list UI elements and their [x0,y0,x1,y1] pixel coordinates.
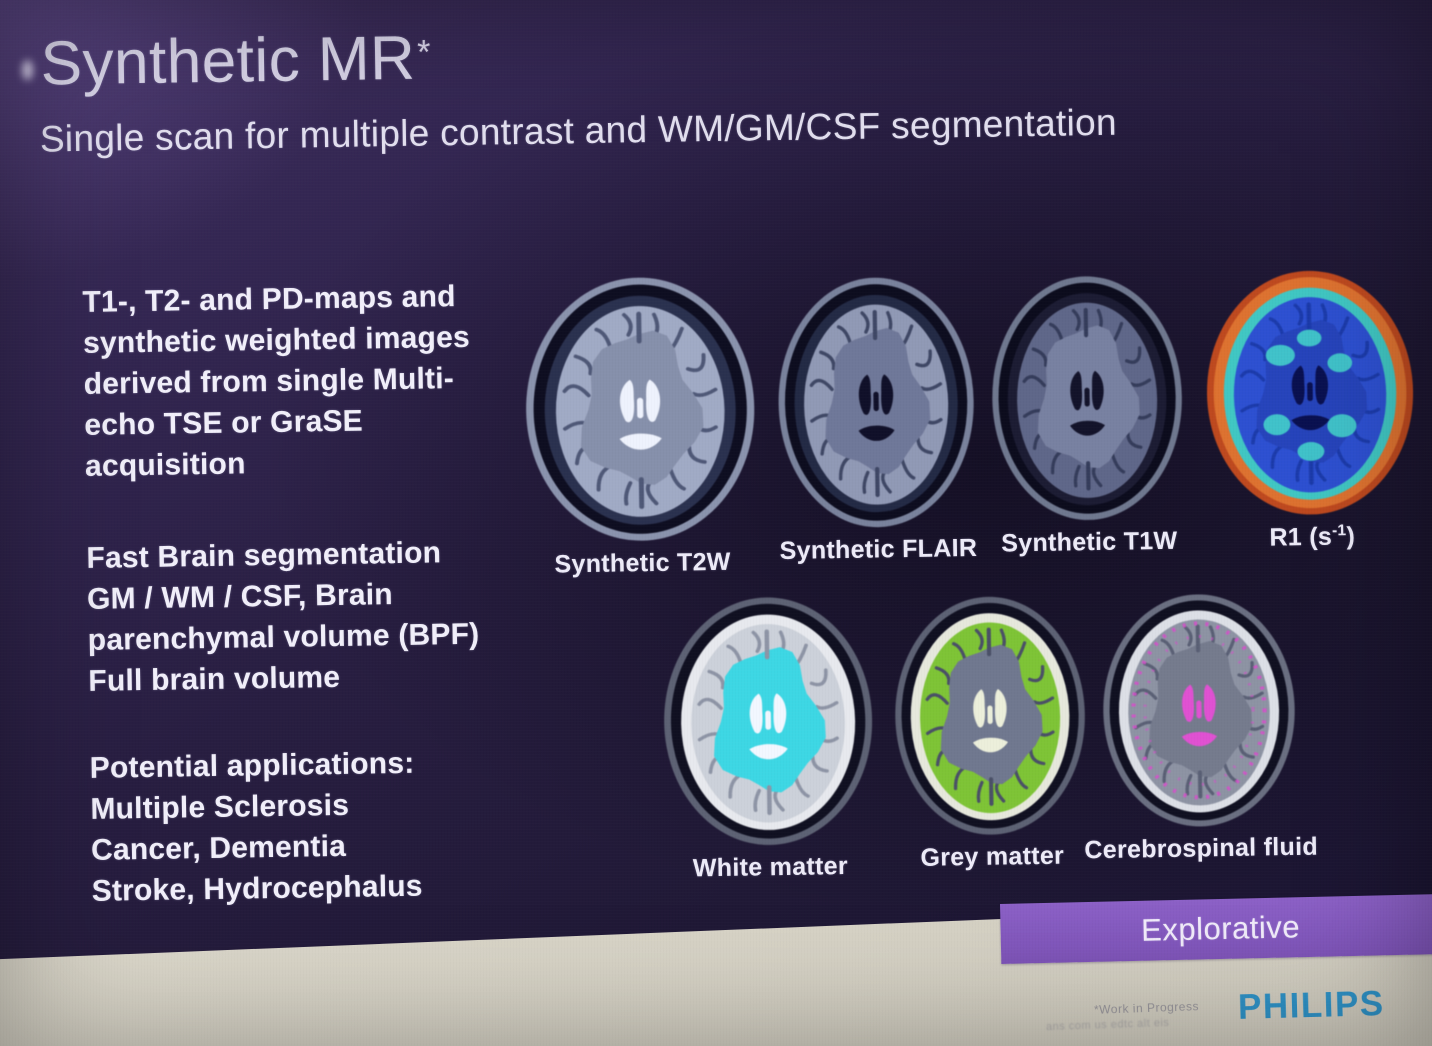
text-line: echo TSE or GraSE [84,404,364,442]
mri-image-label: White matter [692,851,849,883]
brain-mri-image [885,591,1095,840]
glare-spot [22,60,33,80]
mri-figure: R1 (s-1) [1196,265,1424,554]
mri-figure: Synthetic FLAIR [768,272,985,566]
text-line: Full brain volume [88,660,341,698]
brain-mri-image [514,271,766,547]
mri-figure: Cerebrospinal fluid [1084,589,1318,865]
brain-mri-image [982,271,1192,526]
explorative-badge-label: Explorative [1140,909,1301,948]
brain-mri-image [653,591,883,851]
mri-figure: Synthetic T2W [514,271,767,580]
brain-mri-image [1093,589,1305,832]
text-line: derived from single Multi- [83,362,455,401]
text-line: Cancer, Dementia [90,829,347,867]
mri-gallery-top-row: Synthetic T2W Synthetic FLAIR [0,0,1424,579]
philips-logo: PHILIPS [1237,984,1386,1027]
mri-image-label: Cerebrospinal fluid [1084,832,1319,865]
text-line: acquisition [84,447,246,483]
slide-subtitle: Single scan for multiple contrast and WM… [39,101,1118,160]
mri-gallery-bottom-row: White matter Grey matter Cereb [0,0,1424,882]
mri-figure: White matter [653,591,884,884]
text-line: T1-, T2- and PD-maps and [82,280,456,319]
text-line: synthetic weighted images [82,320,471,360]
text-line: parenchymal volume (BPF) [87,617,480,657]
mri-image-label: Synthetic T1W [1001,526,1178,558]
slide-title: Synthetic MR* [40,22,432,99]
text-line: Stroke, Hydrocephalus [91,869,423,908]
brain-mri-image [768,272,984,533]
brain-mri-image [1196,265,1424,520]
text-line: Potential applications: [89,746,415,785]
mri-image-label: Synthetic FLAIR [779,533,978,566]
mri-image-label: R1 (s-1) [1269,522,1356,552]
text-line: Fast Brain segmentation [86,536,442,575]
mri-figure: Grey matter [885,591,1095,873]
title-asterisk: * [416,33,432,72]
mri-image-label: Synthetic T2W [554,547,731,579]
mri-figure: Synthetic T1W [982,271,1192,559]
text-line: Multiple Sclerosis [90,788,350,826]
explorative-badge: Explorative [1000,894,1432,964]
slide-title-text: Synthetic MR [40,23,416,99]
bullet-paragraph-applications: Potential applications:Multiple Sclerosi… [89,741,532,912]
mri-image-label: Grey matter [920,841,1065,872]
text-line: GM / WM / CSF, Brain [86,578,394,616]
